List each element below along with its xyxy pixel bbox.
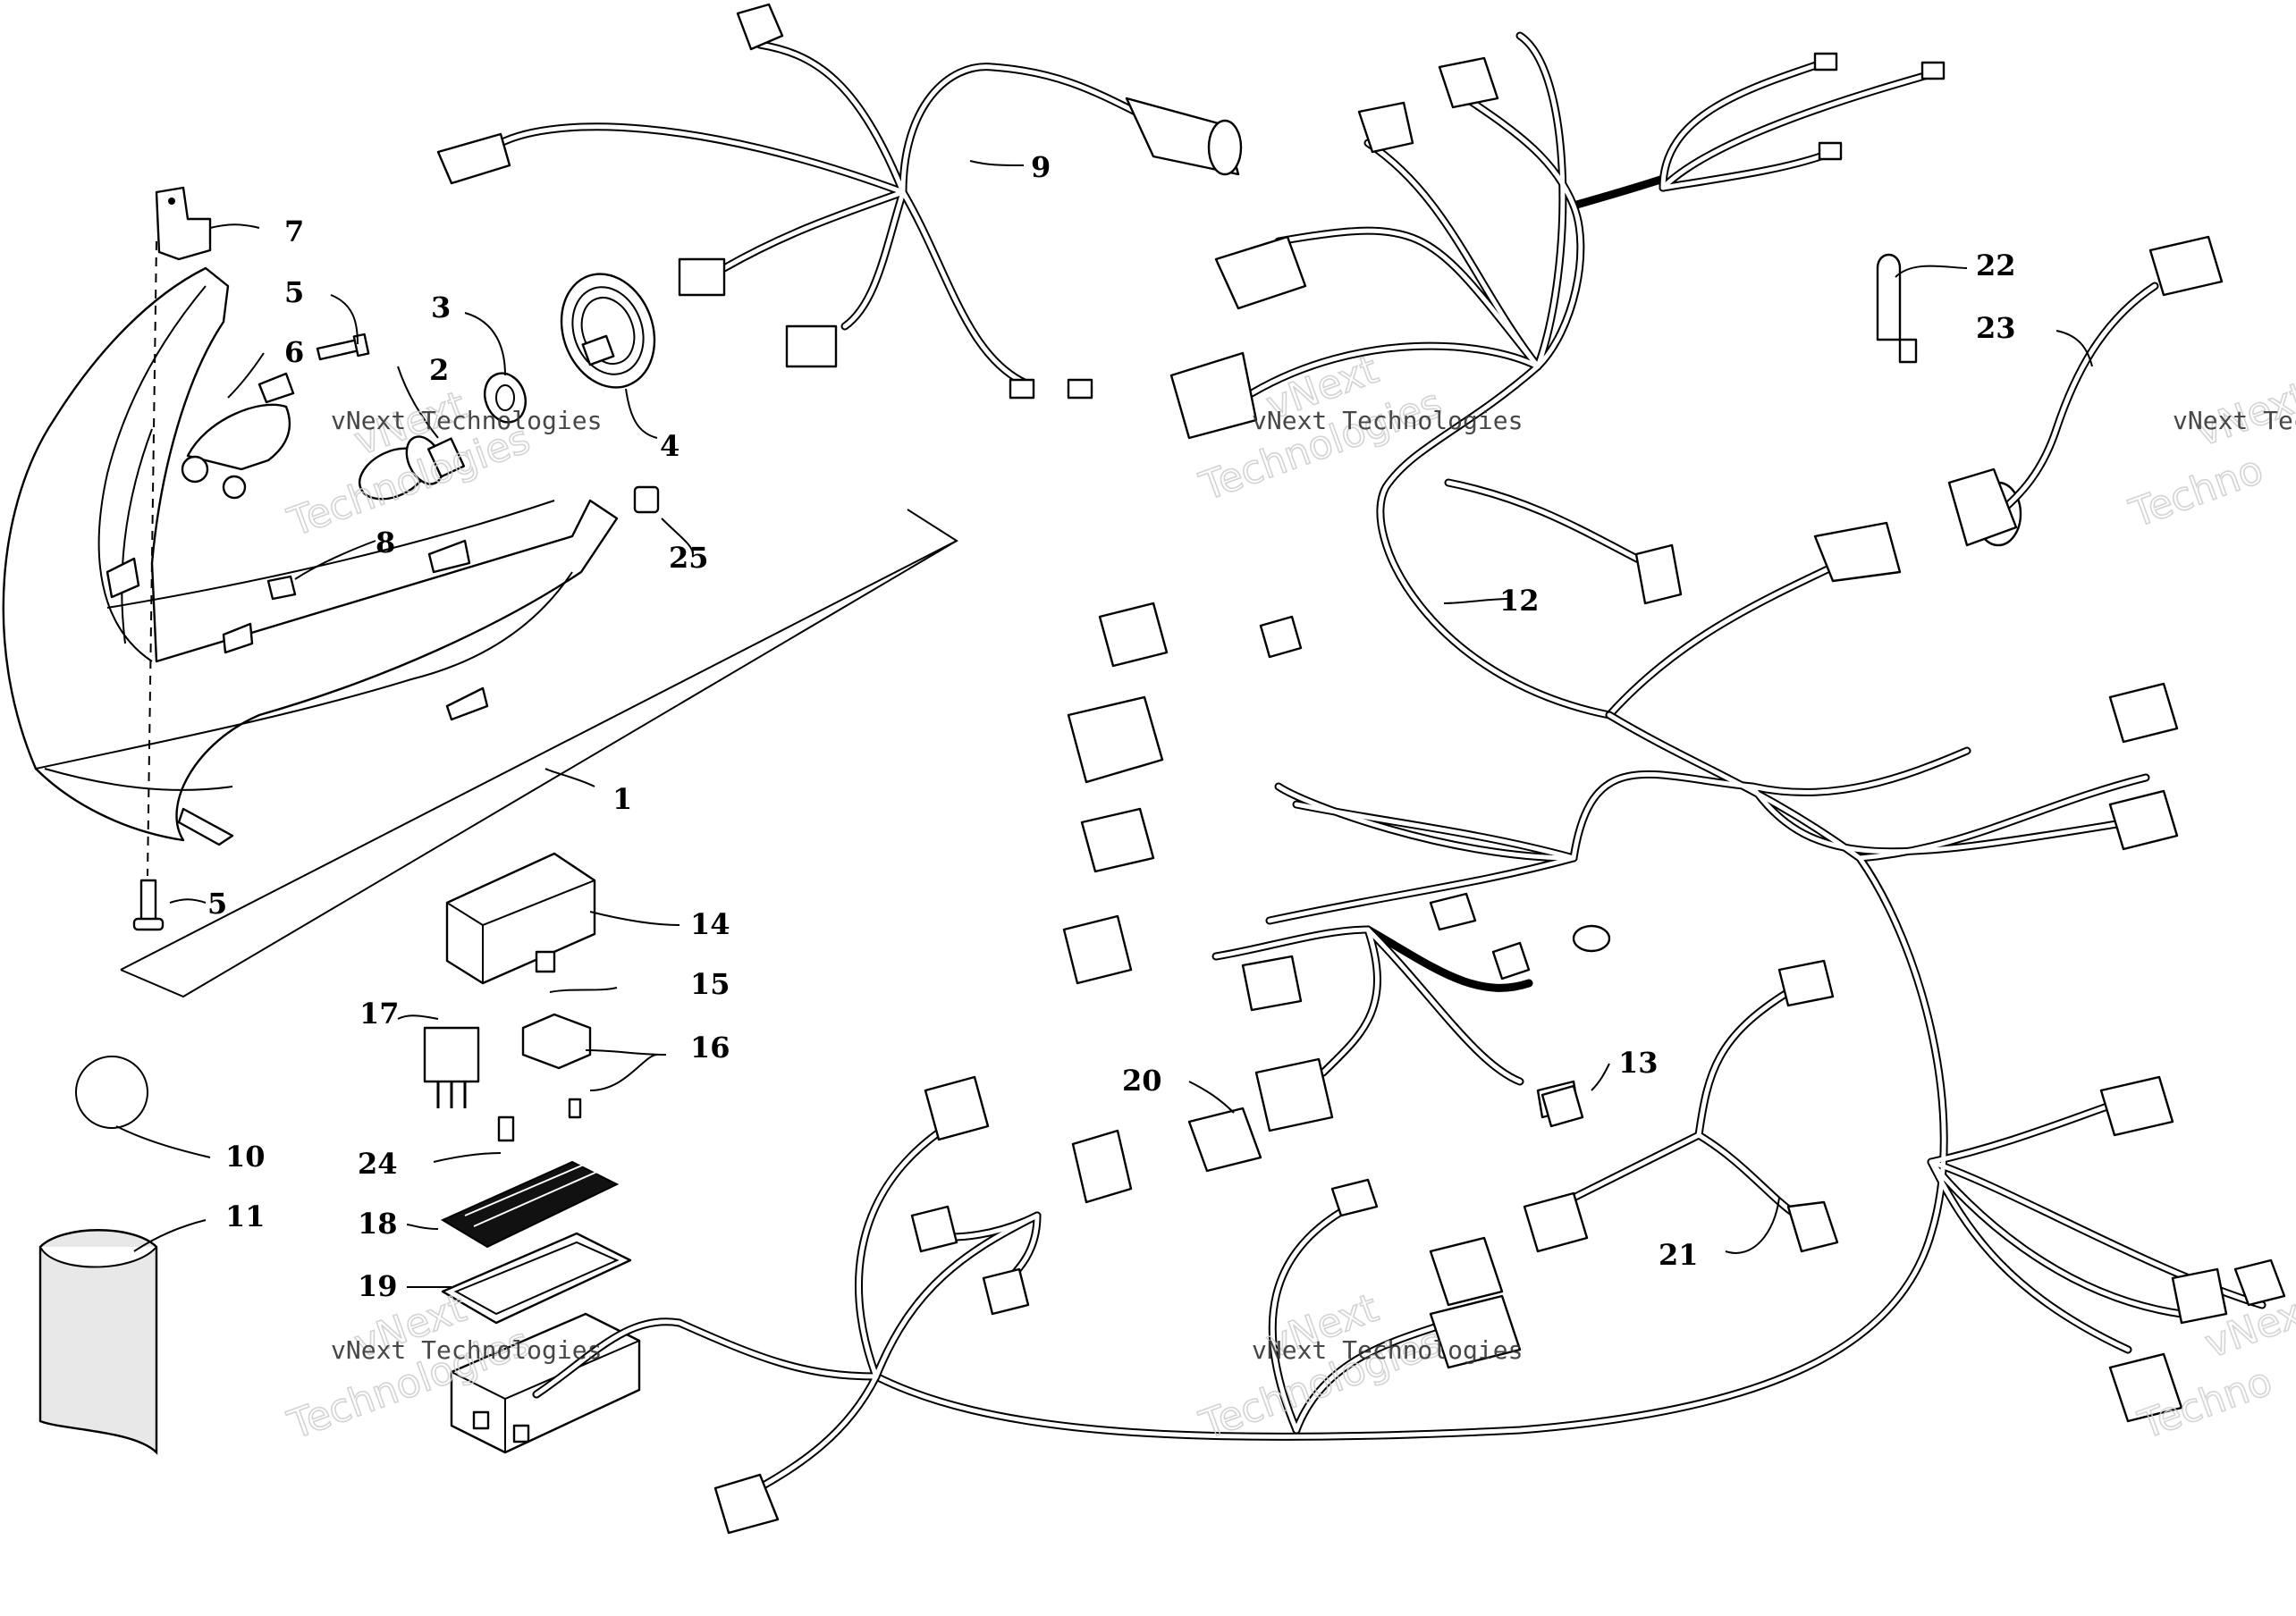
harness-9: [436, 3, 1243, 400]
callout-7: 7: [284, 215, 304, 248]
callout-9: 9: [1031, 150, 1051, 184]
callout-17: 17: [359, 997, 400, 1031]
bulb-socket-part: [181, 372, 295, 500]
callout-20: 20: [1122, 1064, 1162, 1098]
callout-19: 19: [358, 1269, 398, 1303]
fuse-mini-part: [497, 1115, 515, 1142]
callout-22: 22: [1976, 248, 2016, 282]
dust-cover-part: [560, 273, 656, 389]
watermark-caption-4: vNext Technologies: [1252, 1335, 1523, 1365]
callout-16: 16: [690, 1031, 730, 1065]
callout-6: 6: [284, 335, 304, 369]
headlight-assembly: [2, 266, 619, 846]
bulb-part: [359, 435, 466, 501]
callout-12: 12: [1499, 584, 1540, 618]
watermark-caption-5: vNext Tec: [2173, 406, 2296, 435]
screw-part-lower: [132, 879, 165, 931]
clamp-ring-part: [75, 1056, 148, 1129]
clip-22-part: [1876, 253, 1918, 364]
watermark-5: vNext Techno: [2123, 373, 2296, 537]
fuse-label-part: [440, 1160, 620, 1249]
grommet-part: [633, 485, 660, 514]
clip-nut-part: [266, 575, 297, 601]
harness-23: [1947, 235, 2224, 547]
fuse-small-part: [568, 1098, 582, 1119]
callout-25: 25: [669, 541, 709, 575]
callout-2: 2: [429, 353, 449, 387]
harness-main: [872, 602, 2286, 1441]
harness-lower-left: [532, 1075, 1522, 1535]
callout-14: 14: [690, 907, 730, 941]
svg-text:Techno: Techno: [2123, 447, 2268, 537]
harness-21: [1523, 959, 1839, 1253]
sleeve-part: [38, 1229, 158, 1455]
callout-1: 1: [612, 782, 632, 816]
watermark-caption-2: vNext Technologies: [1252, 406, 1523, 435]
callout-8: 8: [376, 526, 395, 560]
connector-20-part: [1187, 1107, 1262, 1173]
callout-21: 21: [1659, 1238, 1699, 1272]
watermark-caption-3: vNext Technologies: [331, 1335, 602, 1365]
callout-4: 4: [660, 429, 680, 463]
callout-24: 24: [358, 1147, 398, 1181]
callout-5-top: 5: [284, 275, 304, 309]
fuse-box-frame-part: [441, 1232, 632, 1325]
relay-small-part: [521, 1013, 592, 1070]
retainer-clip-part: [484, 372, 527, 424]
watermark-caption-1: vNext Technologies: [331, 406, 602, 435]
leader-lines: [115, 160, 2093, 1288]
harness-12: [1169, 31, 2022, 720]
connector-13-part: [1541, 1084, 1584, 1128]
callout-23: 23: [1976, 311, 2016, 345]
callout-11: 11: [225, 1199, 266, 1233]
bracket-part: [155, 186, 212, 261]
callout-10: 10: [225, 1140, 266, 1174]
fuse-box-cover-part: [445, 852, 596, 985]
callout-18: 18: [358, 1207, 398, 1241]
relay-part: [423, 1026, 480, 1108]
screw-part: [316, 332, 370, 361]
callout-5-bottom: 5: [207, 887, 227, 921]
callout-15: 15: [690, 967, 730, 1001]
callout-numbers: 1 2 3 4 5 5 6 7 8 9 10 11 12 13 14 15 16…: [207, 150, 2016, 1303]
callout-13: 13: [1618, 1046, 1659, 1080]
callout-3: 3: [431, 290, 451, 324]
